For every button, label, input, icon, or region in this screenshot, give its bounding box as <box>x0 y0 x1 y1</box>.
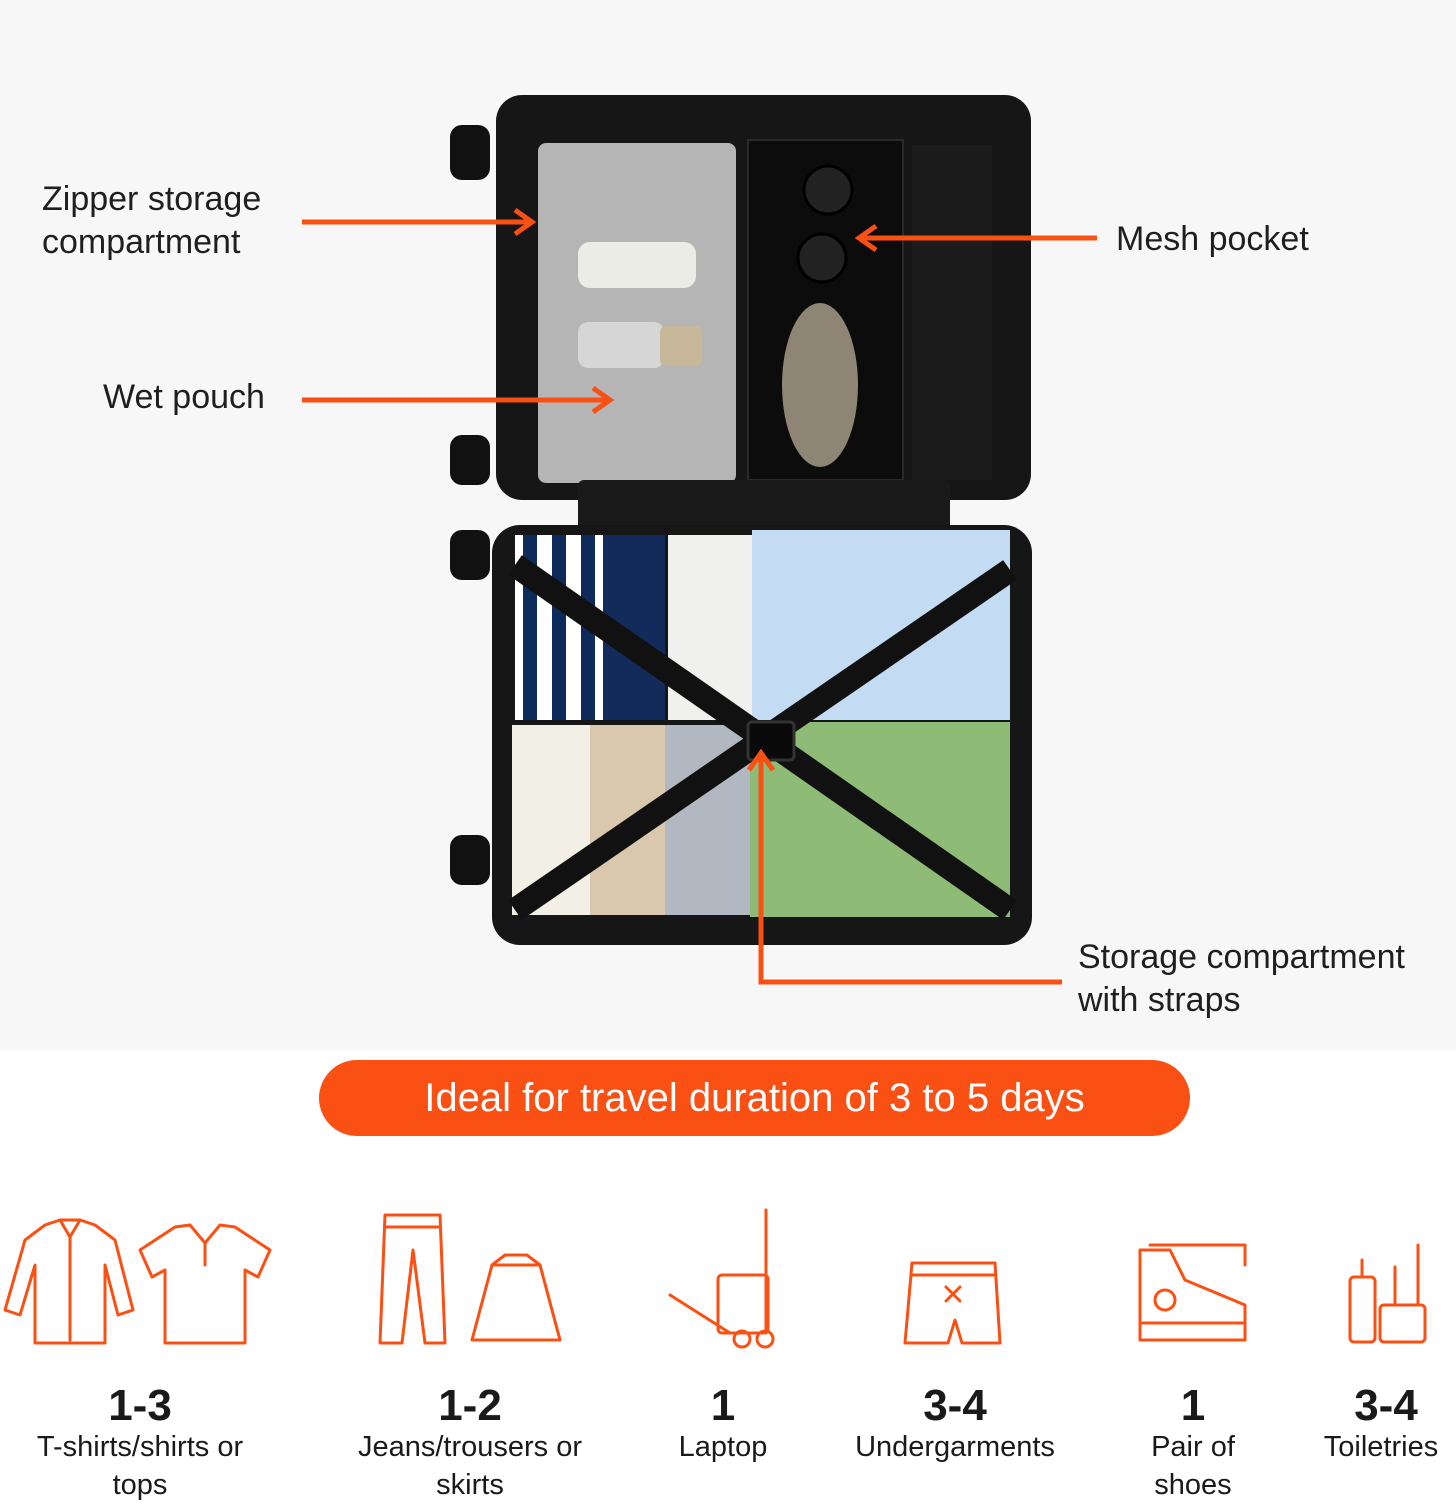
skirt-icon <box>470 1253 562 1342</box>
item-count: 3-4 <box>923 1381 987 1430</box>
undergarment-icon <box>903 1261 1002 1345</box>
sunglass-lens <box>796 232 848 284</box>
strap-compartment-label: Storage compartment with straps <box>1078 938 1405 1019</box>
item-label: Laptop <box>678 1431 768 1463</box>
item-count: 1 <box>710 1381 736 1430</box>
wheel <box>450 530 490 580</box>
item-count: 1 <box>1180 1381 1206 1430</box>
tube-bottle <box>578 242 696 288</box>
stripe <box>552 535 566 720</box>
packing-icons <box>3 1208 1427 1349</box>
straps-arrow-head <box>746 748 776 772</box>
wheel <box>450 125 490 180</box>
laptop-icon <box>668 1208 775 1349</box>
side-pocket-panel <box>912 145 992 480</box>
item-count: 1-2 <box>438 1381 502 1430</box>
shoe-icon <box>1138 1243 1247 1342</box>
strap-buckle <box>746 720 796 762</box>
wet-pouch-panel <box>538 143 736 483</box>
toiletries-icon <box>1348 1243 1427 1344</box>
item-label: Jeans/trousers or skirts <box>357 1431 583 1501</box>
wheel <box>450 435 490 485</box>
wheel <box>450 835 490 885</box>
shirt-icon <box>3 1218 135 1345</box>
polo-shirt-icon <box>138 1223 272 1345</box>
item-label: Undergarments <box>855 1431 1055 1463</box>
folded-blue-shirt <box>752 530 1010 720</box>
wet-pouch-label: Wet pouch <box>103 378 265 416</box>
mesh-pocket-label: Mesh pocket <box>1116 220 1309 258</box>
clear-bottle <box>578 322 664 368</box>
callout-arrows <box>302 207 1097 985</box>
open-suitcase-illustration <box>302 95 1097 985</box>
travel-duration-banner: Ideal for travel duration of 3 to 5 days <box>319 1060 1190 1136</box>
wet-arrow-head <box>591 385 615 415</box>
item-label: T-shirts/shirts or tops <box>36 1431 244 1501</box>
item-label: Toiletries <box>1323 1431 1439 1463</box>
trousers-icon <box>378 1213 447 1345</box>
zipper-compartment-label: Zipper storage compartment <box>42 180 262 261</box>
item-count: 3-4 <box>1354 1381 1418 1430</box>
item-count: 1-3 <box>108 1381 172 1430</box>
divider-flap <box>578 480 950 535</box>
bottle-cap <box>660 326 702 366</box>
eye-mask <box>782 303 858 467</box>
sunglass-lens <box>802 164 854 216</box>
item-label: Pair of shoes <box>1151 1431 1235 1501</box>
mesh-arrow-head <box>854 223 878 253</box>
zipper-arrow-head <box>513 207 537 237</box>
straps-arrow-line <box>758 756 1062 985</box>
